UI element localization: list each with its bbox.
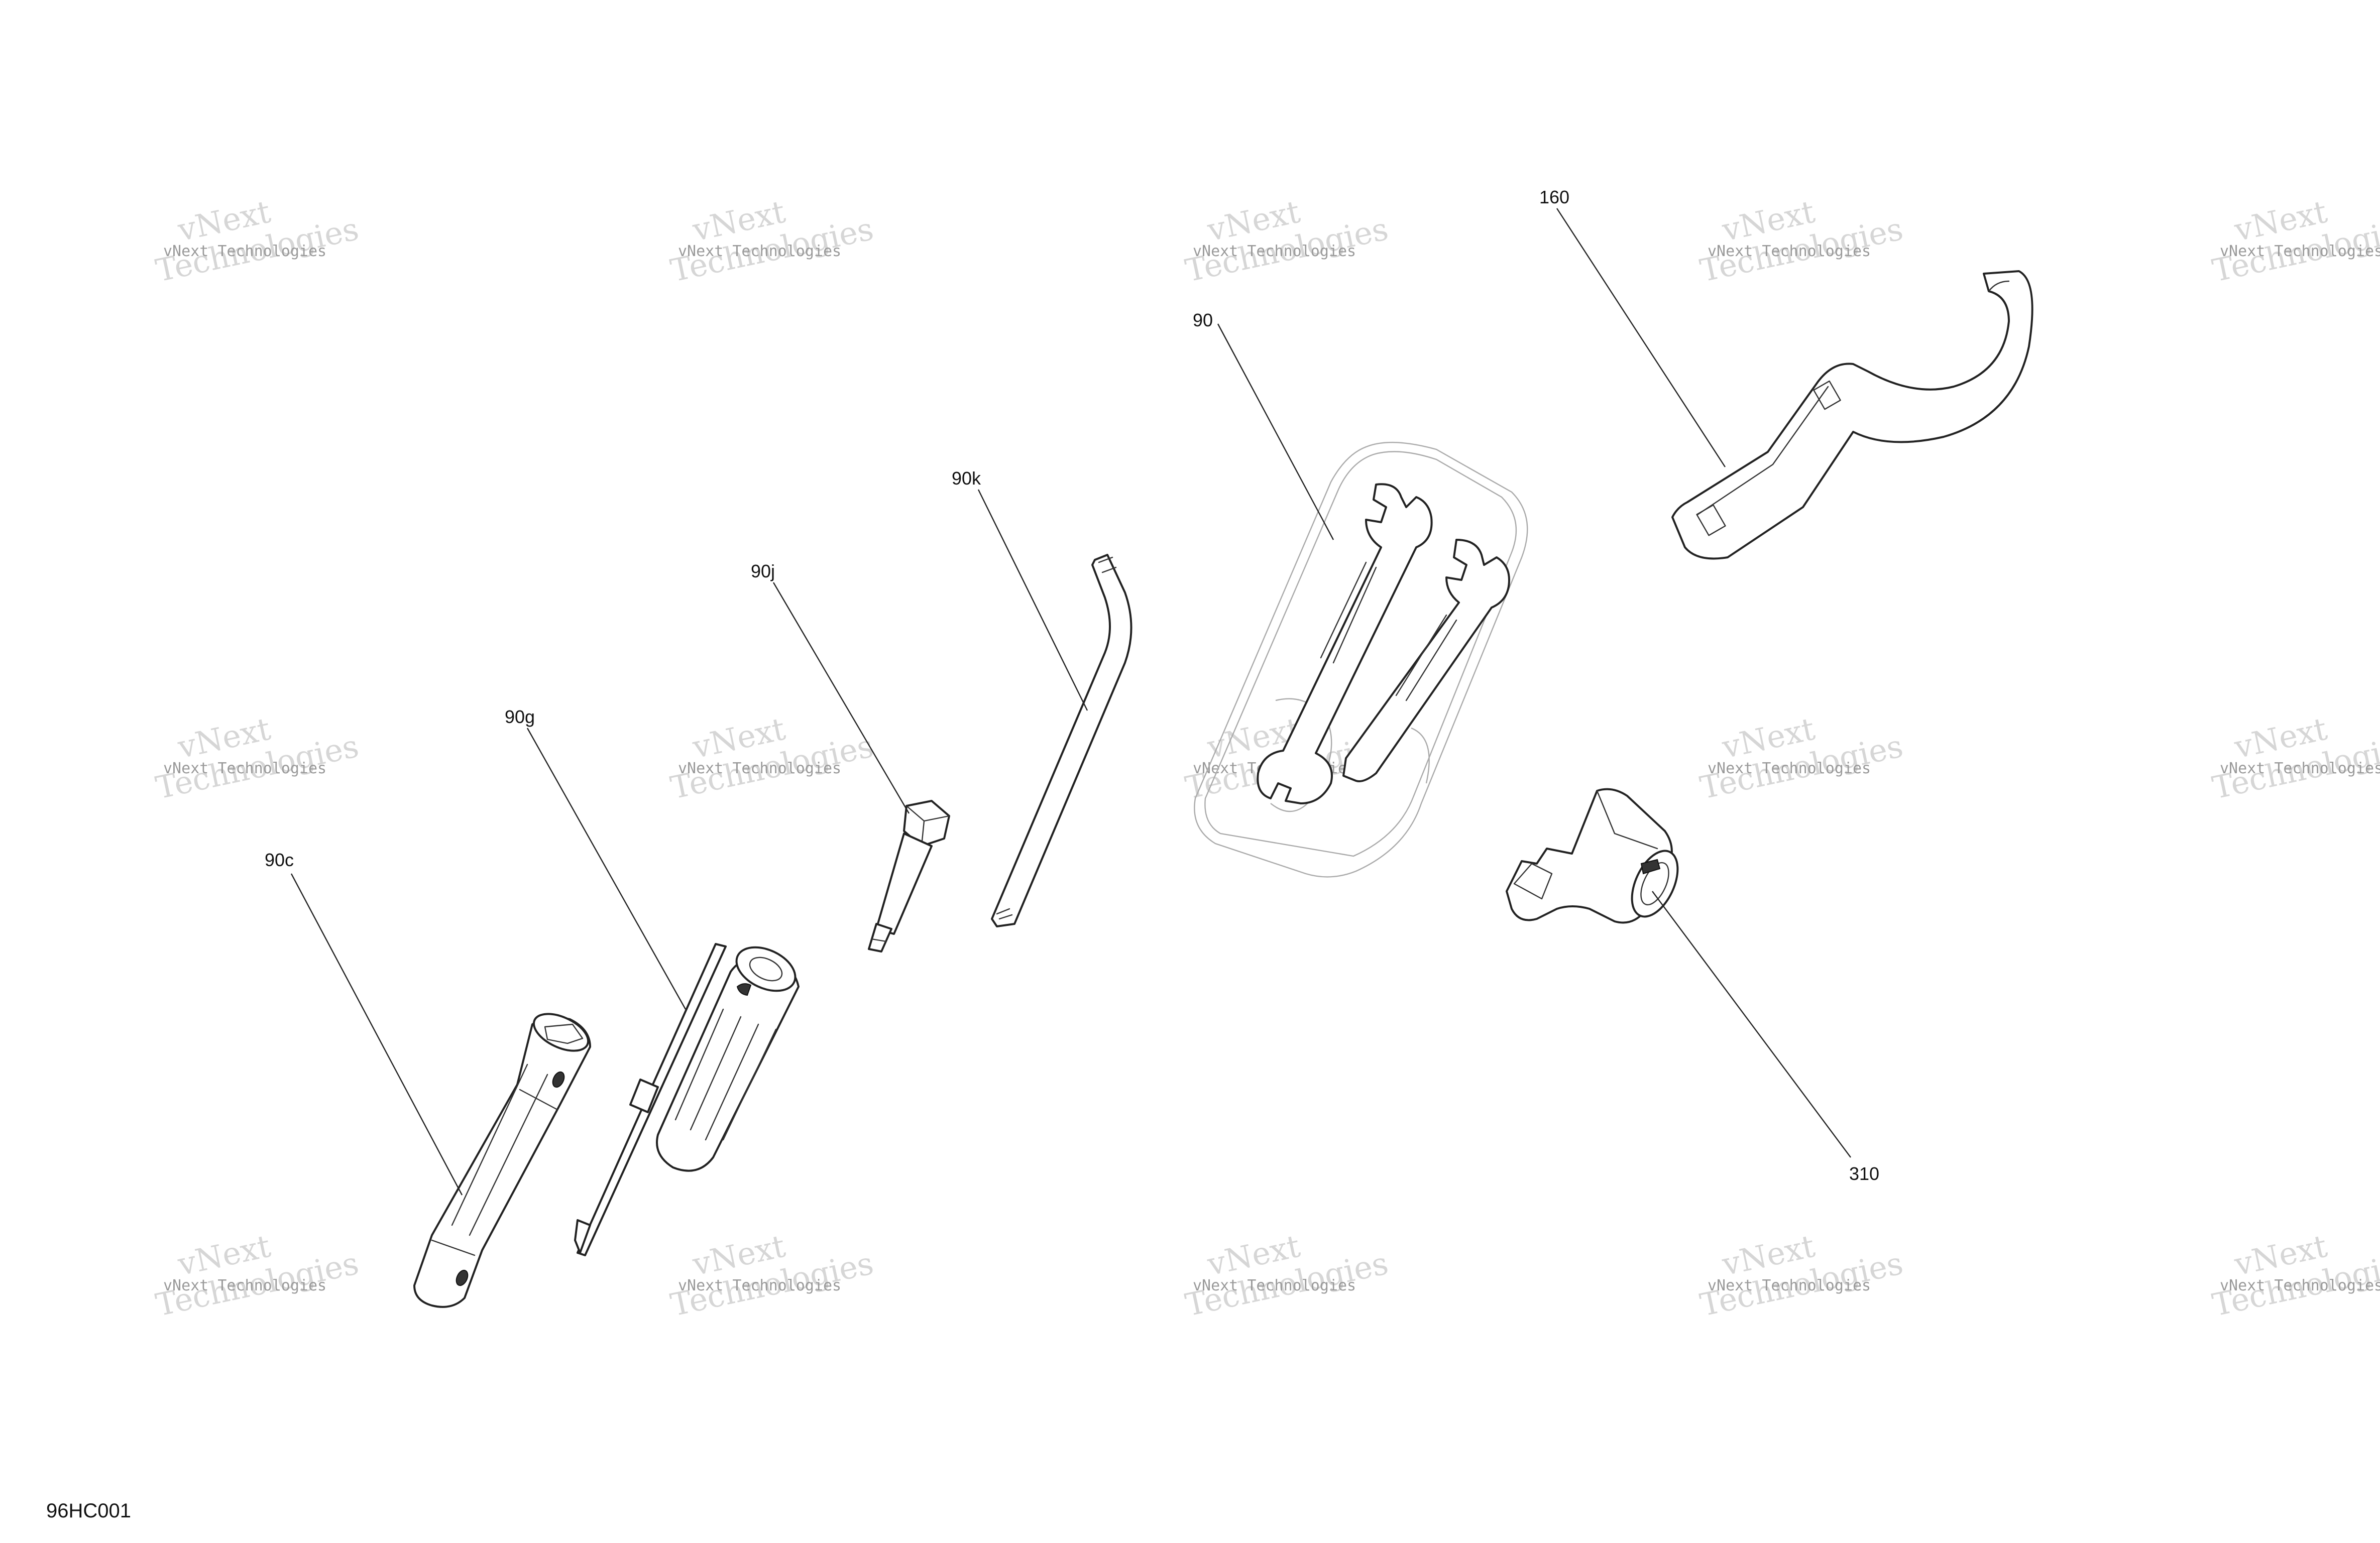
svg-text:vNext Technologies: vNext Technologies [1708, 760, 1871, 777]
svg-text:vNext Technologies: vNext Technologies [163, 243, 326, 260]
watermark-tile: vNext Technologies vNext Technologies [1697, 710, 1906, 806]
watermark-tile: vNext Technologies vNext Technologies [667, 710, 877, 806]
watermark-tile: vNext Technologies vNext Technologies [2209, 710, 2380, 806]
watermark-tile: vNext Technologies vNext Technologies [153, 193, 362, 289]
leader-line-90k [977, 489, 1088, 711]
watermark-tile: vNext Technologies vNext Technologies [1182, 193, 1392, 289]
svg-text:vNext Technologies: vNext Technologies [2220, 1277, 2380, 1294]
watermark-tile: vNext Technologies vNext Technologies [153, 1228, 362, 1324]
part-90g-screwdriver-drawing [574, 943, 800, 1256]
part-90k-hex-key-drawing [991, 554, 1132, 927]
svg-text:vNext Technologies: vNext Technologies [1193, 243, 1356, 260]
callout-90g: 90g [505, 706, 535, 727]
svg-text:vNext Technologies: vNext Technologies [1708, 1277, 1871, 1294]
leader-line-90 [1217, 323, 1334, 540]
leader-line-310 [1652, 891, 1851, 1158]
svg-text:vNext Technologies: vNext Technologies [163, 760, 326, 777]
callout-90: 90 [1193, 310, 1213, 330]
leader-line-160 [1556, 208, 1726, 467]
leader-line-90j [772, 582, 910, 814]
svg-text:vNext Technologies: vNext Technologies [2220, 243, 2380, 260]
watermark-tile: vNext Technologies vNext Technologies [1697, 1228, 1906, 1324]
part-90-tool-kit-pouch-drawing [1194, 441, 1528, 878]
watermark-tile: vNext Technologies vNext Technologies [1182, 1228, 1392, 1324]
callout-310: 310 [1849, 1163, 1879, 1184]
callout-160: 160 [1539, 187, 1569, 207]
part-90c-spark-plug-socket-tube-drawing [413, 1013, 591, 1308]
figure-code: 96HC001 [46, 1500, 131, 1522]
callout-90j: 90j [751, 561, 775, 581]
svg-text:vNext Technologies: vNext Technologies [678, 1277, 841, 1294]
part-310-adapter-fitting-drawing [1506, 788, 1679, 924]
svg-text:vNext Technologies: vNext Technologies [1708, 243, 1871, 260]
watermark-tile: vNext Technologies vNext Technologies [1697, 193, 1906, 289]
watermark-tile: vNext Technologies vNext Technologies [153, 710, 362, 806]
part-160-hook-spanner-wrench-drawing [1671, 270, 2033, 560]
watermark-tile: vNext Technologies vNext Technologies [2209, 1228, 2380, 1324]
leader-line-90g [526, 728, 687, 1010]
watermark-tile: vNext Technologies vNext Technologies [667, 193, 877, 289]
svg-text:vNext Technologies: vNext Technologies [163, 1277, 326, 1294]
svg-text:vNext Technologies: vNext Technologies [678, 760, 841, 777]
callout-90k: 90k [952, 468, 981, 489]
svg-text:vNext Technologies: vNext Technologies [678, 243, 841, 260]
leader-line-90c [290, 873, 463, 1196]
watermark-tile: vNext Technologies vNext Technologies [2209, 193, 2380, 289]
svg-text:vNext Technologies: vNext Technologies [1193, 1277, 1356, 1294]
part-90j-hex-bit-socket-drawing [868, 800, 950, 953]
svg-text:vNext Technologies: vNext Technologies [2220, 760, 2380, 777]
callout-90c: 90c [265, 850, 294, 870]
watermark-tile: vNext Technologies vNext Technologies [667, 1228, 877, 1324]
